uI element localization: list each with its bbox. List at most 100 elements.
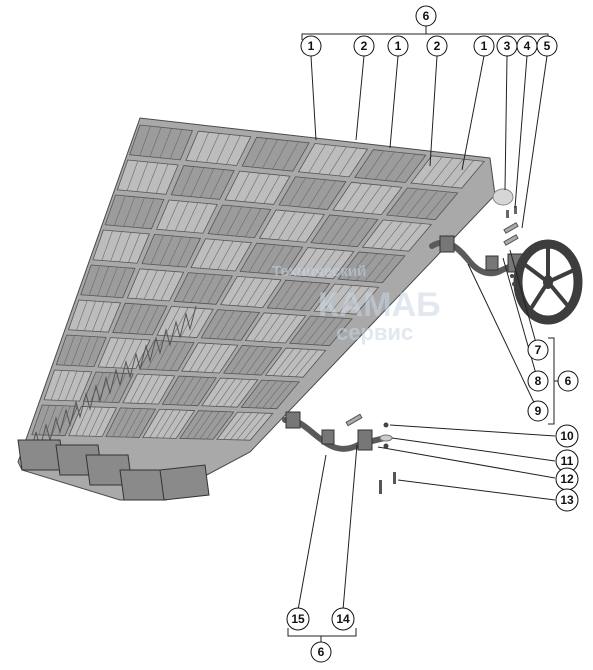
- deck-slat: [352, 184, 372, 213]
- deck-slat: [324, 250, 345, 279]
- deck-grate-plate: [161, 375, 217, 407]
- deck-grate-plate: [97, 337, 151, 370]
- callout-7: 7: [527, 339, 549, 361]
- deck-slat: [168, 236, 183, 266]
- svg-text:12: 12: [560, 472, 574, 486]
- deck-grate-plate: [244, 312, 307, 344]
- deck-slat: [216, 134, 231, 164]
- deck-slat: [164, 306, 181, 336]
- deck-slat: [245, 346, 267, 375]
- deck-slat: [159, 128, 172, 158]
- callout-right-group: 6: [557, 370, 579, 392]
- leader-lines: [287, 26, 558, 642]
- deck-slat: [159, 235, 174, 266]
- deck-slat: [216, 310, 235, 339]
- deck-slat: [207, 275, 224, 304]
- deck-slat: [364, 150, 385, 179]
- deck-slat: [226, 206, 243, 236]
- deck-slat: [152, 270, 167, 300]
- deck-grate-plate: [410, 155, 485, 189]
- deck-grate-plate: [55, 334, 107, 368]
- lower-axle-assembly: [282, 411, 396, 494]
- deck-slat: [172, 307, 189, 337]
- deck-slat: [86, 336, 99, 367]
- deck-grate-plate: [297, 143, 369, 178]
- deck-slat: [136, 304, 151, 335]
- deck-slat: [399, 223, 422, 251]
- deck-slat: [384, 152, 406, 181]
- deck-grate-plate: [179, 410, 235, 440]
- deck-slat: [165, 200, 179, 231]
- deck-grate-plate: [116, 159, 179, 195]
- deck-grate-plate: [185, 130, 252, 166]
- svg-text:3: 3: [504, 39, 511, 53]
- deck-slat: [254, 278, 273, 308]
- deck-slat: [200, 168, 215, 198]
- deck-grate-plate: [310, 214, 379, 248]
- svg-text:4: 4: [524, 39, 531, 53]
- deck-slat: [151, 375, 168, 405]
- deck-slat: [183, 376, 202, 406]
- deck-slat: [50, 370, 63, 401]
- deck-slat: [176, 376, 195, 405]
- svg-text:5: 5: [544, 39, 551, 53]
- watermark: Технический КАМАБ сервис: [272, 263, 441, 345]
- wheel: [513, 239, 583, 325]
- deck-slat: [347, 286, 370, 314]
- callout-12: 12: [555, 467, 579, 491]
- deck-slat: [132, 408, 149, 438]
- deck-slat: [184, 202, 199, 232]
- deck-grate-plate: [354, 149, 427, 183]
- deck-grate-plate: [201, 377, 259, 408]
- deck-slat: [355, 253, 378, 281]
- deck-slat: [88, 265, 101, 296]
- callout-2a: 2: [353, 35, 375, 57]
- deck-slat: [88, 407, 103, 437]
- deck-slat: [105, 337, 119, 368]
- deck-slat: [139, 126, 151, 156]
- deck-slat: [230, 412, 252, 440]
- deck-slat: [136, 374, 153, 404]
- deck-grate-plate: [129, 124, 194, 161]
- deck-slat: [248, 243, 267, 273]
- deck-slat: [208, 240, 225, 270]
- deck-slat: [321, 318, 344, 346]
- deck-slat: [261, 313, 281, 342]
- upper-axle-assembly: [429, 235, 523, 277]
- deck-slat: [188, 308, 206, 338]
- deck-slat: [347, 218, 369, 247]
- deck-slat: [105, 266, 118, 297]
- deck-slat: [405, 189, 428, 218]
- deck-grate-plate: [200, 309, 261, 341]
- svg-text:1: 1: [481, 39, 488, 53]
- deck-slat: [396, 188, 418, 217]
- deck-slat: [215, 378, 236, 407]
- deck-slat: [206, 411, 227, 440]
- deck-grate-plate: [122, 373, 176, 405]
- deck-slat: [226, 135, 241, 165]
- deck-slat: [298, 178, 316, 207]
- deck-slat: [277, 314, 298, 343]
- deck-slat: [204, 344, 223, 373]
- deck-slat: [126, 160, 139, 191]
- callout-15: 15: [286, 607, 310, 631]
- deck-grate-plate: [142, 408, 196, 439]
- deck-slat: [135, 269, 149, 299]
- deck-slat: [315, 249, 336, 278]
- svg-text:7: 7: [535, 343, 542, 357]
- svg-text:10: 10: [560, 429, 574, 443]
- callout-3: 3: [496, 35, 518, 57]
- deck-slat: [295, 349, 318, 377]
- callout-1a: 1: [300, 35, 322, 57]
- deck-slat: [190, 167, 205, 197]
- deck-slat: [127, 339, 143, 369]
- deck-slat: [169, 410, 188, 439]
- callout-1b: 1: [387, 35, 409, 57]
- deck-slat: [217, 205, 233, 235]
- deck-slat: [223, 412, 245, 440]
- svg-text:1: 1: [308, 39, 315, 53]
- deck-slat: [186, 410, 206, 439]
- deck-slat: [317, 180, 337, 209]
- deck-slat: [196, 343, 215, 372]
- deck-slat: [180, 166, 195, 196]
